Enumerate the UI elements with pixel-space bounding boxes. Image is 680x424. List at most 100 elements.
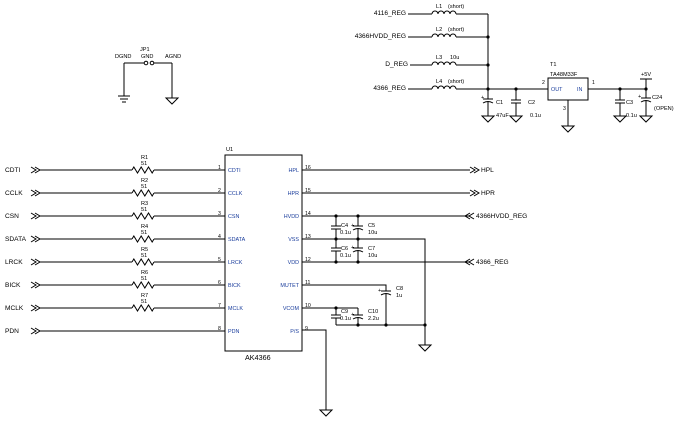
resistor-value: 51 bbox=[141, 207, 147, 213]
input-arrow bbox=[464, 212, 475, 220]
net-label-vdd-reg: 4366_REG bbox=[476, 259, 509, 266]
input-arrow bbox=[30, 235, 41, 243]
pin-number: 4 bbox=[218, 234, 221, 240]
net-label-d-reg: D_REG bbox=[385, 61, 408, 68]
pin-name: VSS bbox=[288, 237, 299, 243]
pin-number: 7 bbox=[218, 303, 221, 309]
cap-value: 0.1u bbox=[626, 113, 637, 119]
pin-name: VDD bbox=[288, 260, 299, 266]
pin-name: LRCK bbox=[228, 260, 243, 266]
pin-name: P/S bbox=[290, 329, 299, 335]
net-label: SDATA bbox=[5, 236, 27, 243]
reg-out-label: OUT bbox=[551, 87, 563, 93]
pin-number: 1 bbox=[218, 165, 221, 171]
reg-pin-num: 1 bbox=[592, 80, 595, 86]
inductor-coil bbox=[431, 61, 457, 66]
resistor-value: 51 bbox=[141, 253, 147, 259]
resistor-ref: R5 bbox=[141, 247, 148, 253]
capacitor-c4: C4 0.1u bbox=[331, 216, 351, 239]
resistor-value: 51 bbox=[141, 184, 147, 190]
cap-value: 0.1u bbox=[340, 316, 351, 322]
reg-pin-num: 3 bbox=[563, 106, 566, 112]
resistor-symbol bbox=[131, 235, 155, 243]
capacitor-c9: C9 0.1u bbox=[331, 308, 351, 325]
digital-ground-symbol bbox=[118, 95, 130, 103]
chip-name: AK4366 bbox=[245, 353, 271, 362]
jumper-left-label: DGND bbox=[115, 54, 131, 60]
resistor-symbol bbox=[131, 304, 155, 312]
ground-symbol bbox=[318, 409, 334, 417]
cap-ref: C1 bbox=[496, 100, 503, 106]
net-label: CCLK bbox=[5, 190, 23, 197]
pin-number: 3 bbox=[218, 211, 221, 217]
chip-body bbox=[224, 154, 303, 352]
supply-label-5v: +5V bbox=[641, 72, 651, 78]
cap-value: 47uF bbox=[496, 113, 509, 119]
inductor-ref: L4 bbox=[436, 79, 442, 85]
cap-symbol bbox=[331, 216, 341, 239]
reg-pin-num: 2 bbox=[542, 80, 545, 86]
pin-number: 2 bbox=[218, 188, 221, 194]
input-arrow bbox=[30, 281, 41, 289]
wire-vss bbox=[302, 238, 426, 345]
inductor-l4: 4366_REG L4 (short) bbox=[373, 79, 488, 92]
junction-dot bbox=[356, 323, 360, 327]
reg-part: TA48M33F bbox=[550, 72, 578, 78]
pin-name: CCLK bbox=[228, 191, 243, 197]
regulator-t1: T1 TA48M33F OUT IN 2 1 3 bbox=[542, 62, 595, 133]
jumper-jp1: JP1 GND DGND AGND bbox=[115, 47, 181, 105]
pin-number: 10 bbox=[305, 303, 311, 309]
ground-symbol bbox=[417, 344, 433, 352]
cap-value: 2.2u bbox=[368, 316, 379, 322]
pin-number: 5 bbox=[218, 257, 221, 263]
inductor-value: (short) bbox=[448, 4, 464, 10]
jumper-ref: JP1 bbox=[140, 47, 150, 53]
cap-ref: C8 bbox=[396, 286, 403, 292]
cap-ref: C9 bbox=[341, 309, 348, 315]
pin-number: 12 bbox=[305, 257, 311, 263]
cap-ref: C6 bbox=[341, 246, 348, 252]
power-symbol bbox=[640, 78, 652, 89]
resistor-ref: R4 bbox=[141, 224, 148, 230]
inductor-coil bbox=[431, 85, 457, 90]
pin-name: CDTI bbox=[228, 168, 241, 174]
cap-ref: C3 bbox=[626, 100, 633, 106]
inductor-ref: L1 bbox=[436, 4, 442, 10]
cap-ref: C10 bbox=[368, 309, 378, 315]
cap-ref: C7 bbox=[368, 246, 375, 252]
input-signals: CDTIR151CCLKR251CSNR351SDATAR451LRCKR551… bbox=[5, 155, 225, 335]
net-label-hpr: HPR bbox=[481, 190, 495, 197]
cap-symbol bbox=[615, 89, 625, 116]
junction-dot bbox=[334, 214, 338, 218]
resistor-ref: R2 bbox=[141, 178, 148, 184]
pin-name: PDN bbox=[228, 329, 239, 335]
jumper-right-label: AGND bbox=[165, 54, 181, 60]
resistor-symbol bbox=[131, 189, 155, 197]
capacitor-c24: + C24 (OPEN) bbox=[638, 89, 674, 123]
chip-ref: U1 bbox=[226, 147, 233, 153]
capacitor-c6: C6 0.1u bbox=[331, 239, 351, 262]
cap-value: 0.1u bbox=[530, 113, 541, 119]
pin-name: SDATA bbox=[228, 237, 246, 243]
input-arrow bbox=[30, 166, 41, 174]
resistor-ref: R1 bbox=[141, 155, 148, 161]
reg-in-label: IN bbox=[577, 87, 582, 93]
polarity-mark: + bbox=[638, 94, 641, 100]
pin-name: MUTET bbox=[280, 283, 299, 289]
cap-value: 10u bbox=[368, 253, 377, 259]
polarity-mark: + bbox=[351, 312, 354, 318]
cap-symbol bbox=[380, 290, 392, 325]
capacitor-c5: + C5 10u bbox=[351, 216, 377, 239]
ground-symbol bbox=[480, 115, 496, 123]
polarity-mark: + bbox=[351, 245, 354, 251]
junction-dot bbox=[423, 323, 427, 327]
cap-value: 1u bbox=[396, 293, 402, 299]
analog-ground-symbol bbox=[164, 97, 180, 105]
polarity-mark: + bbox=[378, 288, 381, 294]
jumper-name: GND bbox=[141, 54, 153, 60]
